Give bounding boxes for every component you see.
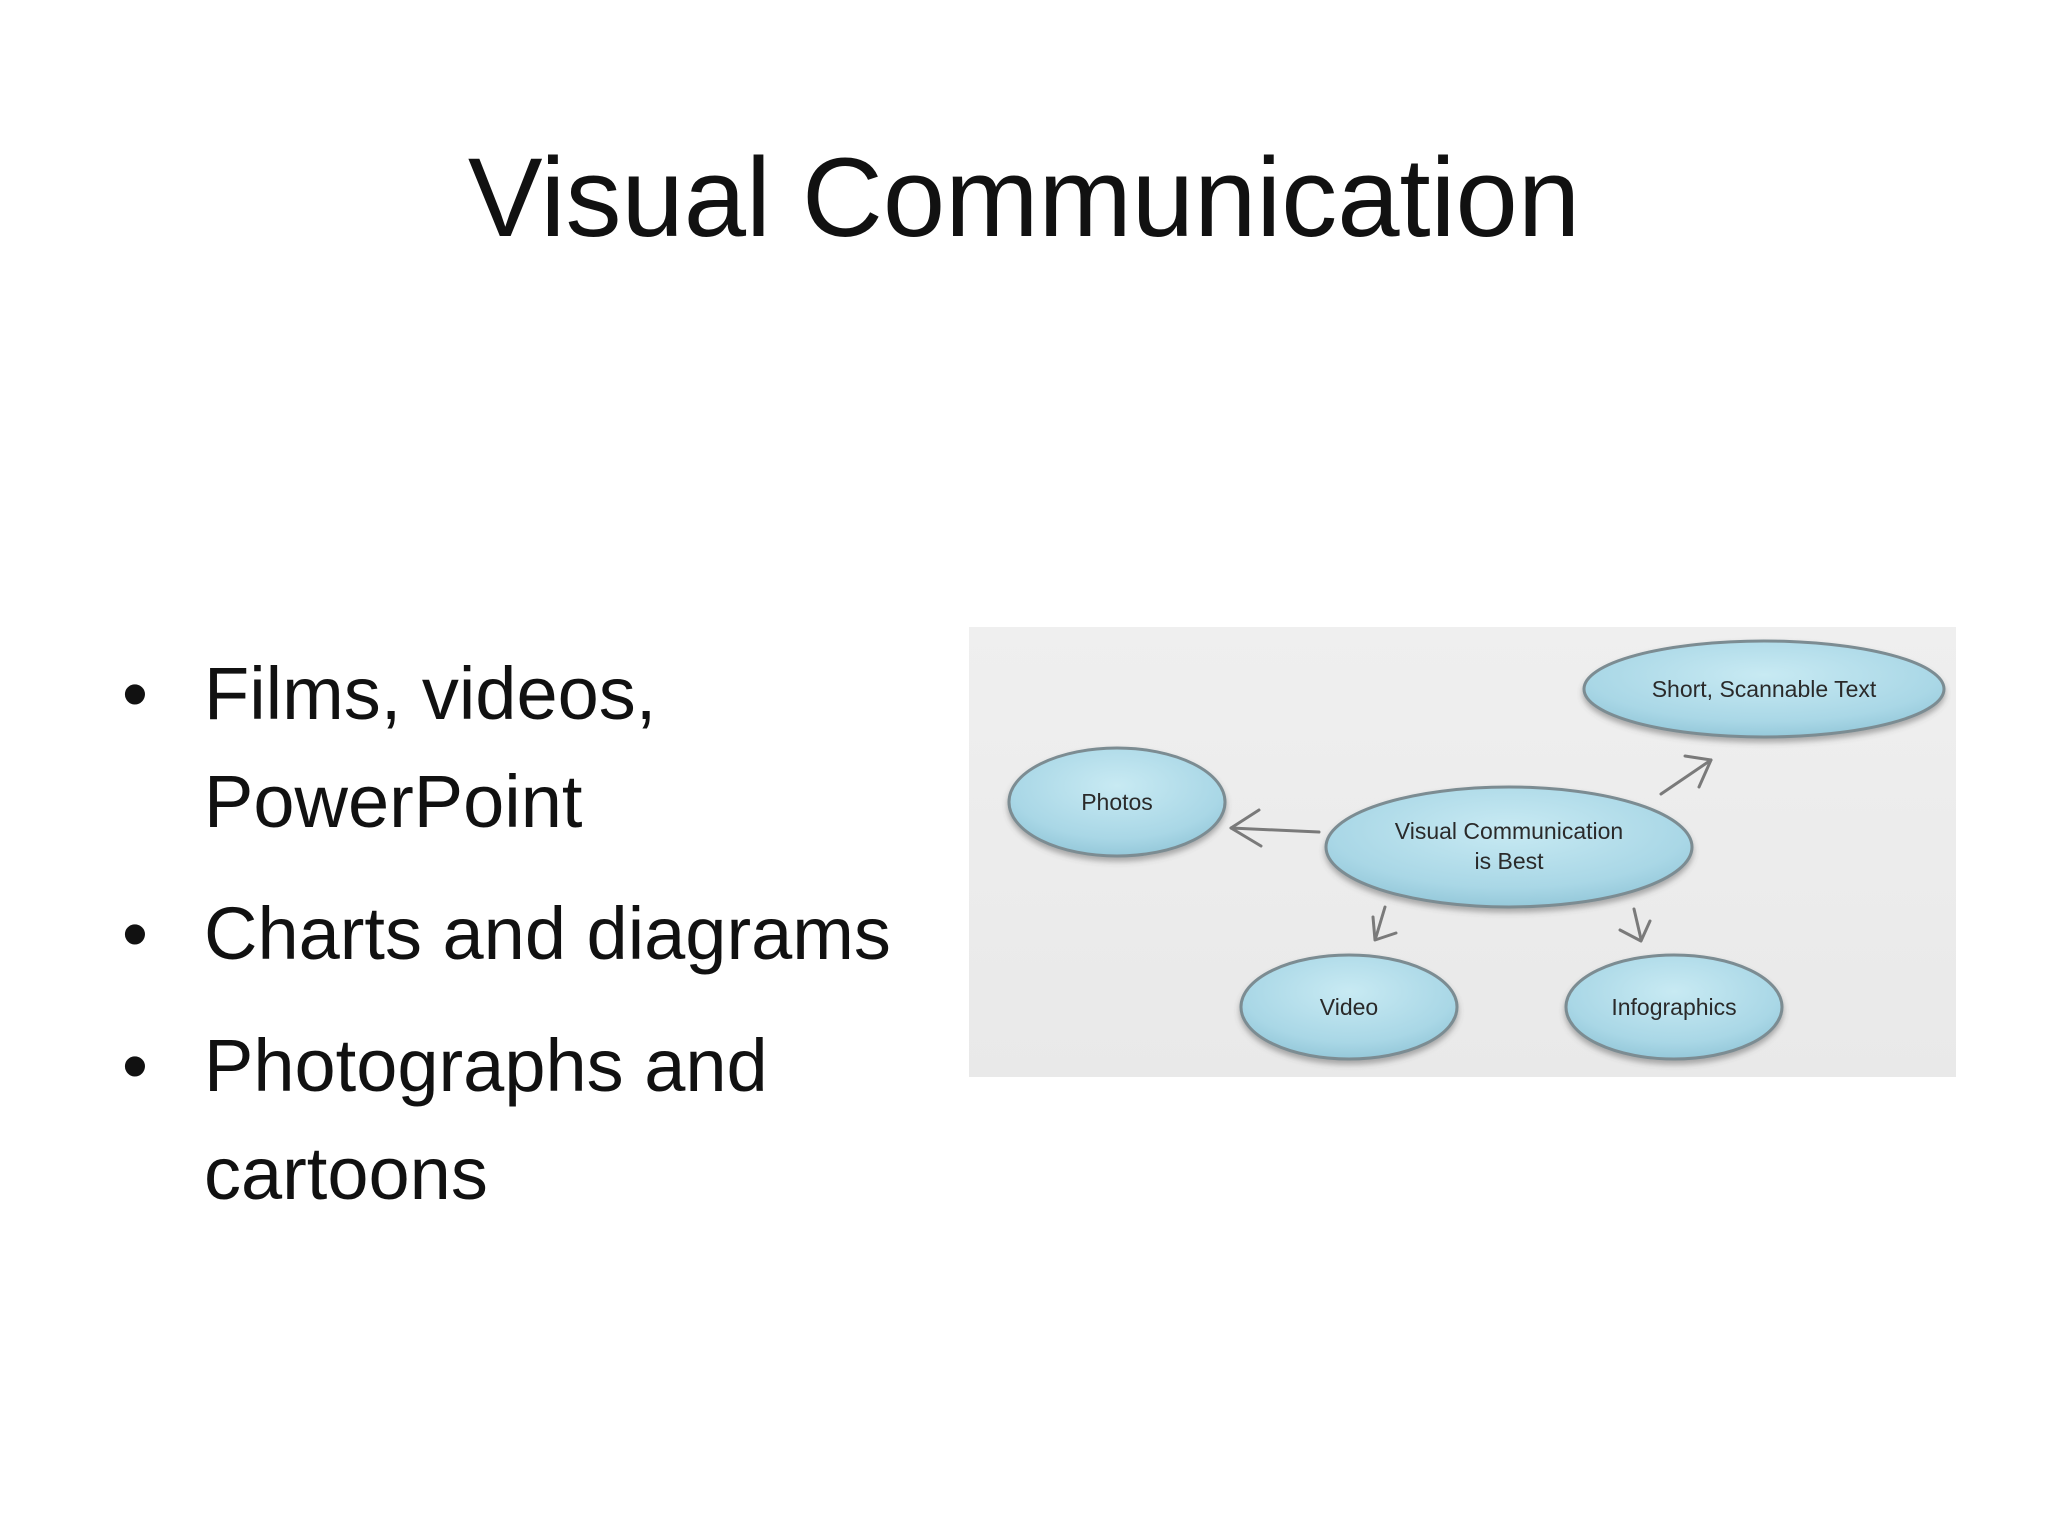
bullet-item: • Charts and diagrams	[122, 880, 982, 988]
bullet-icon: •	[122, 652, 148, 735]
node-video: Video	[1239, 953, 1459, 1061]
arrowhead-short-text	[1683, 754, 1713, 789]
node-label-center-line1: Visual Communication	[1395, 818, 1623, 844]
bullet-icon: •	[122, 892, 148, 975]
arrow-to-video	[1374, 905, 1387, 939]
node-label-video: Video	[1320, 994, 1378, 1020]
node-label-center-line2: is Best	[1474, 848, 1544, 874]
arrowhead-photos	[1229, 808, 1263, 848]
slide-title: Visual Communication	[467, 135, 1581, 260]
bullet-list: • Films, videos, PowerPoint • Charts and…	[122, 640, 982, 1252]
bullet-item: • Films, videos, PowerPoint	[122, 640, 982, 856]
arrow-to-short-text	[1659, 758, 1713, 796]
bullet-item: • Photographs and cartoons	[122, 1012, 982, 1228]
arrowhead-video	[1371, 915, 1398, 942]
arrow-to-infographics	[1632, 907, 1643, 941]
arrowhead-infographics	[1618, 919, 1652, 943]
node-short-text: Short, Scannable Text	[1582, 639, 1946, 739]
bullet-text: Photographs and cartoons	[204, 1024, 768, 1215]
bullet-text: Charts and diagrams	[204, 892, 891, 975]
bullet-text: Films, videos, PowerPoint	[204, 652, 657, 843]
node-label-photos: Photos	[1081, 789, 1153, 815]
node-label-short-text: Short, Scannable Text	[1652, 676, 1877, 702]
bullet-icon: •	[122, 1024, 148, 1107]
node-label-infographics: Infographics	[1611, 994, 1736, 1020]
concept-diagram: Short, Scannable Text Photos Visual Comm…	[969, 627, 1956, 1077]
node-center: Visual Communication is Best	[1324, 785, 1694, 909]
concept-diagram-svg: Short, Scannable Text Photos Visual Comm…	[1007, 639, 1946, 1061]
node-photos: Photos	[1007, 746, 1227, 858]
node-infographics: Infographics	[1564, 953, 1784, 1061]
arrow-to-photos	[1229, 826, 1321, 834]
